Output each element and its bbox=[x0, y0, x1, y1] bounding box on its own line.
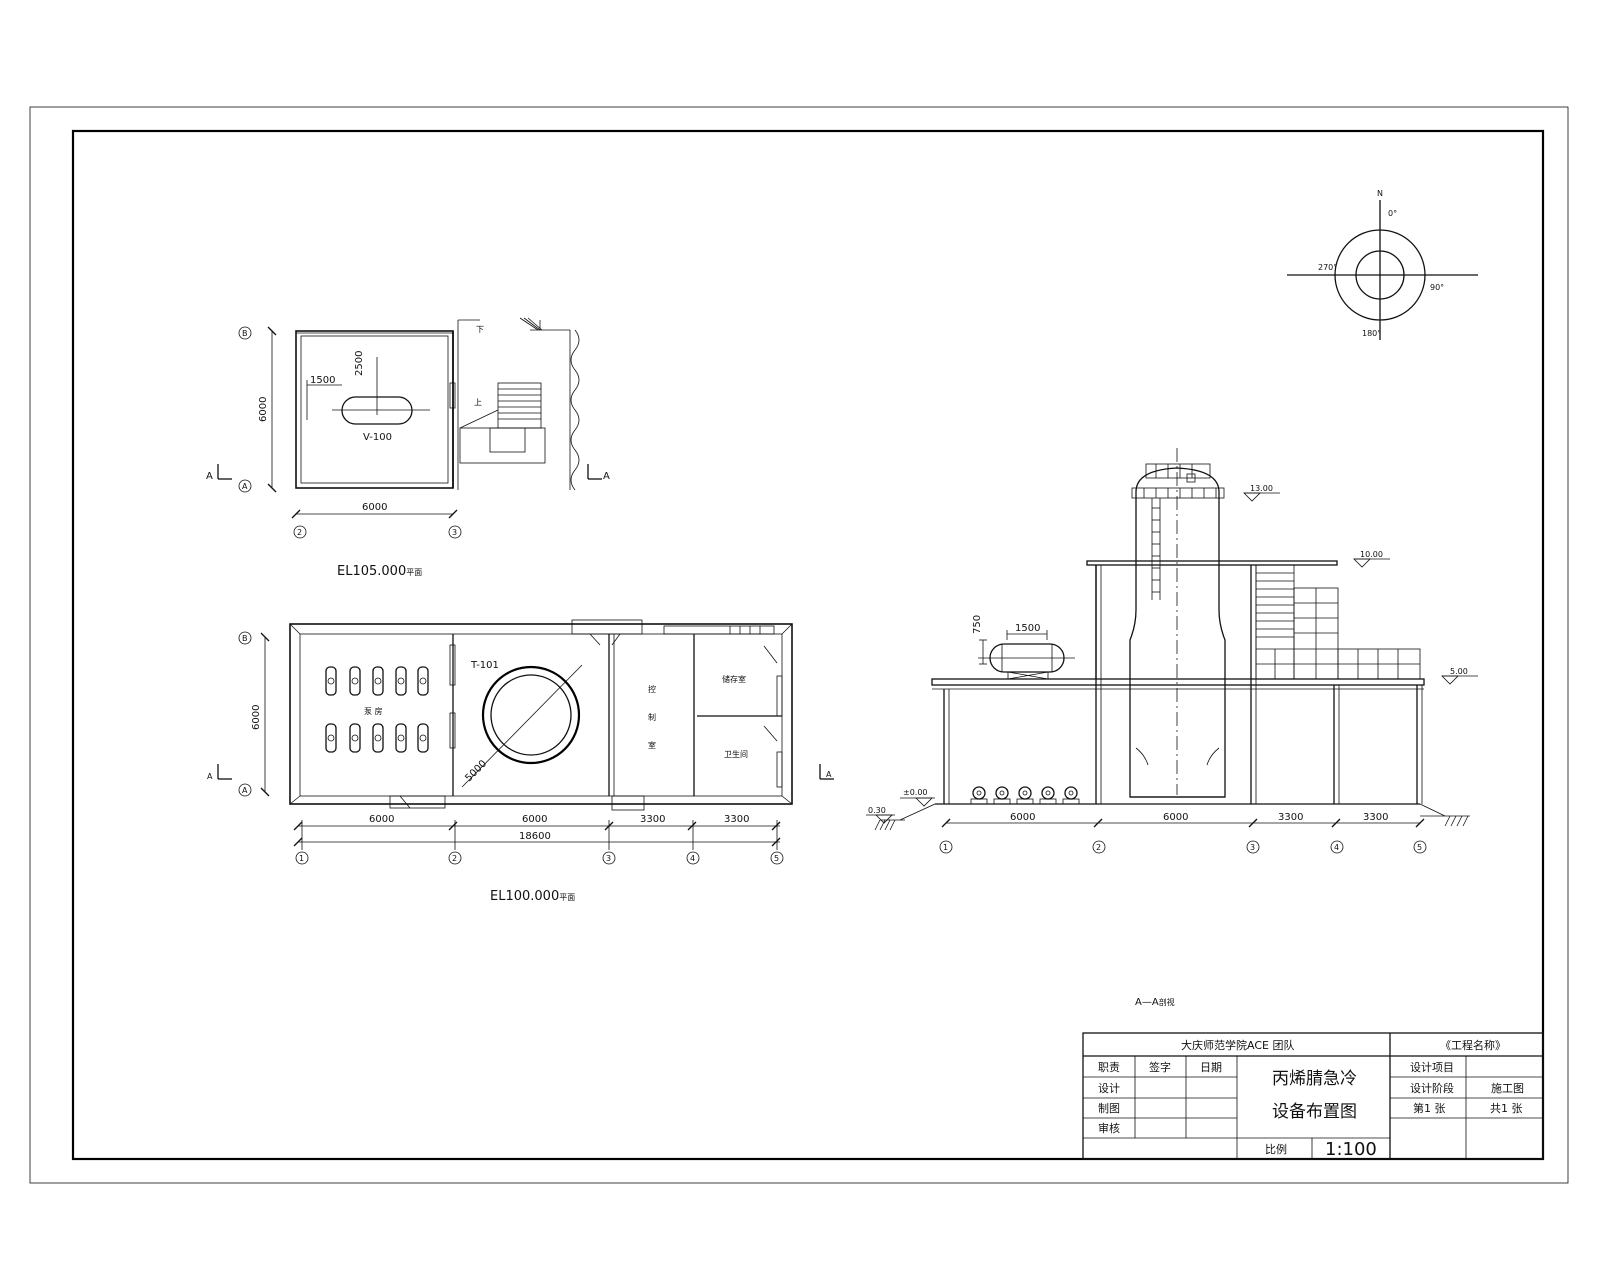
axis-2-section: 2 bbox=[1096, 843, 1101, 852]
elev-0: ±0.00 bbox=[903, 788, 928, 797]
dim-depth-upper: 6000 bbox=[258, 397, 269, 422]
quench-tower bbox=[1129, 448, 1226, 798]
axis-a-lower: A bbox=[242, 786, 248, 795]
section-mark-right-lower: A bbox=[826, 770, 832, 779]
stair-up-label: 上 bbox=[474, 398, 482, 407]
dim-section-1: 6000 bbox=[1010, 812, 1035, 823]
section-mark-left-upper: A bbox=[206, 471, 213, 482]
axis-a-upper: A bbox=[242, 482, 248, 491]
axis-3-section: 3 bbox=[1250, 843, 1255, 852]
dim-section-3: 3300 bbox=[1278, 812, 1303, 823]
room-storage: 储存室 bbox=[722, 674, 746, 684]
axis-3-upper: 3 bbox=[452, 528, 457, 537]
dim-width-upper: 6000 bbox=[362, 502, 387, 513]
plan-el100: 泵 房 T-101 5000 控 制 室 储存室 卫生间 6000 6000 bbox=[207, 619, 834, 904]
axis-4-section: 4 bbox=[1334, 843, 1339, 852]
dim-depth-lower: 6000 bbox=[251, 705, 262, 730]
section-mark-right-upper: A bbox=[603, 471, 610, 482]
dim-vessel-height: 750 bbox=[972, 615, 983, 634]
equipment-v100: V-100 bbox=[363, 432, 392, 443]
room-control-3: 室 bbox=[648, 740, 656, 750]
axis-5-section: 5 bbox=[1417, 843, 1422, 852]
axis-2-lower: 2 bbox=[452, 854, 457, 863]
tb-drawing-title-2: 设备布置图 bbox=[1272, 1102, 1357, 1122]
equipment-t101: T-101 bbox=[470, 660, 499, 671]
compass-0: 0° bbox=[1388, 209, 1397, 218]
compass-180: 180° bbox=[1362, 329, 1381, 338]
dim-lower-4: 3300 bbox=[724, 814, 749, 825]
dim-section-2: 6000 bbox=[1163, 812, 1188, 823]
section-title: A—A剖视 bbox=[1135, 997, 1175, 1008]
vessel-v100-elevation: 1500 750 bbox=[972, 615, 1075, 680]
tb-design-item: 设计项目 bbox=[1410, 1061, 1454, 1074]
plan-upper-title: EL105.000平面 bbox=[337, 564, 422, 579]
axis-2-upper: 2 bbox=[297, 528, 302, 537]
axis-3-lower: 3 bbox=[606, 854, 611, 863]
section-mark-left-lower: A bbox=[207, 772, 213, 781]
dim-offset-x: 1500 bbox=[310, 375, 335, 386]
tb-org: 大庆师范学院ACE 团队 bbox=[1181, 1038, 1294, 1052]
tb-row-draw: 制图 bbox=[1098, 1102, 1120, 1115]
pump-group bbox=[325, 666, 429, 753]
axis-b-upper: B bbox=[242, 329, 248, 338]
compass-90: 90° bbox=[1430, 283, 1444, 292]
tb-drawing-title-1: 丙烯腈急冷 bbox=[1272, 1069, 1357, 1089]
tb-sheet-total: 共1 张 bbox=[1490, 1102, 1523, 1115]
room-wc: 卫生间 bbox=[724, 749, 748, 759]
block-stack bbox=[1255, 564, 1421, 680]
room-pump-label: 泵 房 bbox=[364, 706, 383, 716]
dim-lower-3: 3300 bbox=[640, 814, 665, 825]
axis-1-lower: 1 bbox=[299, 854, 304, 863]
dim-tank-dia: 5000 bbox=[463, 758, 489, 784]
tb-row-review: 审核 bbox=[1098, 1121, 1120, 1135]
dim-lower-total: 18600 bbox=[519, 831, 551, 842]
tb-row-role: 职责 bbox=[1098, 1061, 1120, 1074]
room-control-1: 控 bbox=[648, 684, 656, 694]
tb-row-design: 设计 bbox=[1098, 1082, 1120, 1095]
axis-1-section: 1 bbox=[943, 843, 948, 852]
dim-lower-2: 6000 bbox=[522, 814, 547, 825]
compass-rose: N 0° 90° 180° 270° bbox=[1287, 189, 1478, 340]
elev-ground: 0.30 bbox=[868, 806, 886, 815]
tb-scale-value: 1:100 bbox=[1325, 1139, 1377, 1160]
pumps-elevation bbox=[970, 786, 1080, 805]
plan-lower-title: EL100.000平面 bbox=[490, 889, 575, 904]
tb-project-name: 《工程名称》 bbox=[1440, 1038, 1506, 1052]
tb-scale-label: 比例 bbox=[1265, 1142, 1287, 1156]
axis-4-lower: 4 bbox=[690, 854, 695, 863]
stair-down-label: 下 bbox=[476, 325, 484, 334]
room-control-2: 制 bbox=[648, 712, 656, 722]
tb-col-date: 日期 bbox=[1200, 1061, 1222, 1074]
title-block: 大庆师范学院ACE 团队 《工程名称》 职责 签字 日期 设计 制图 审核 丙烯… bbox=[1082, 1032, 1544, 1160]
plan-el105: 下 上 1500 2500 V-100 6000 6000 B A 2 3 A bbox=[206, 317, 610, 579]
elev-5: 5.00 bbox=[1450, 667, 1468, 676]
compass-270: 270° bbox=[1318, 263, 1337, 272]
tank-t101 bbox=[481, 665, 581, 765]
inner-frame bbox=[71, 129, 1545, 1161]
tb-col-sign: 签字 bbox=[1149, 1060, 1171, 1074]
tb-sheet-no: 第1 张 bbox=[1413, 1101, 1446, 1115]
tb-design-stage: 设计阶段 bbox=[1410, 1081, 1454, 1095]
elev-13: 13.00 bbox=[1250, 484, 1273, 493]
tb-stage-value: 施工图 bbox=[1491, 1082, 1524, 1095]
compass-north: N bbox=[1377, 189, 1383, 198]
axis-b-lower: B bbox=[242, 634, 248, 643]
outer-border bbox=[29, 106, 1569, 1184]
dim-vessel-length: 1500 bbox=[1015, 623, 1040, 634]
dim-section-4: 3300 bbox=[1363, 812, 1388, 823]
section-aa: 1500 750 13.00 10.00 5.00 ±0.00 0.30 bbox=[866, 448, 1478, 1008]
dim-offset-y: 2500 bbox=[354, 351, 365, 376]
axis-5-lower: 5 bbox=[774, 854, 779, 863]
dim-lower-1: 6000 bbox=[369, 814, 394, 825]
elev-10: 10.00 bbox=[1360, 550, 1383, 559]
